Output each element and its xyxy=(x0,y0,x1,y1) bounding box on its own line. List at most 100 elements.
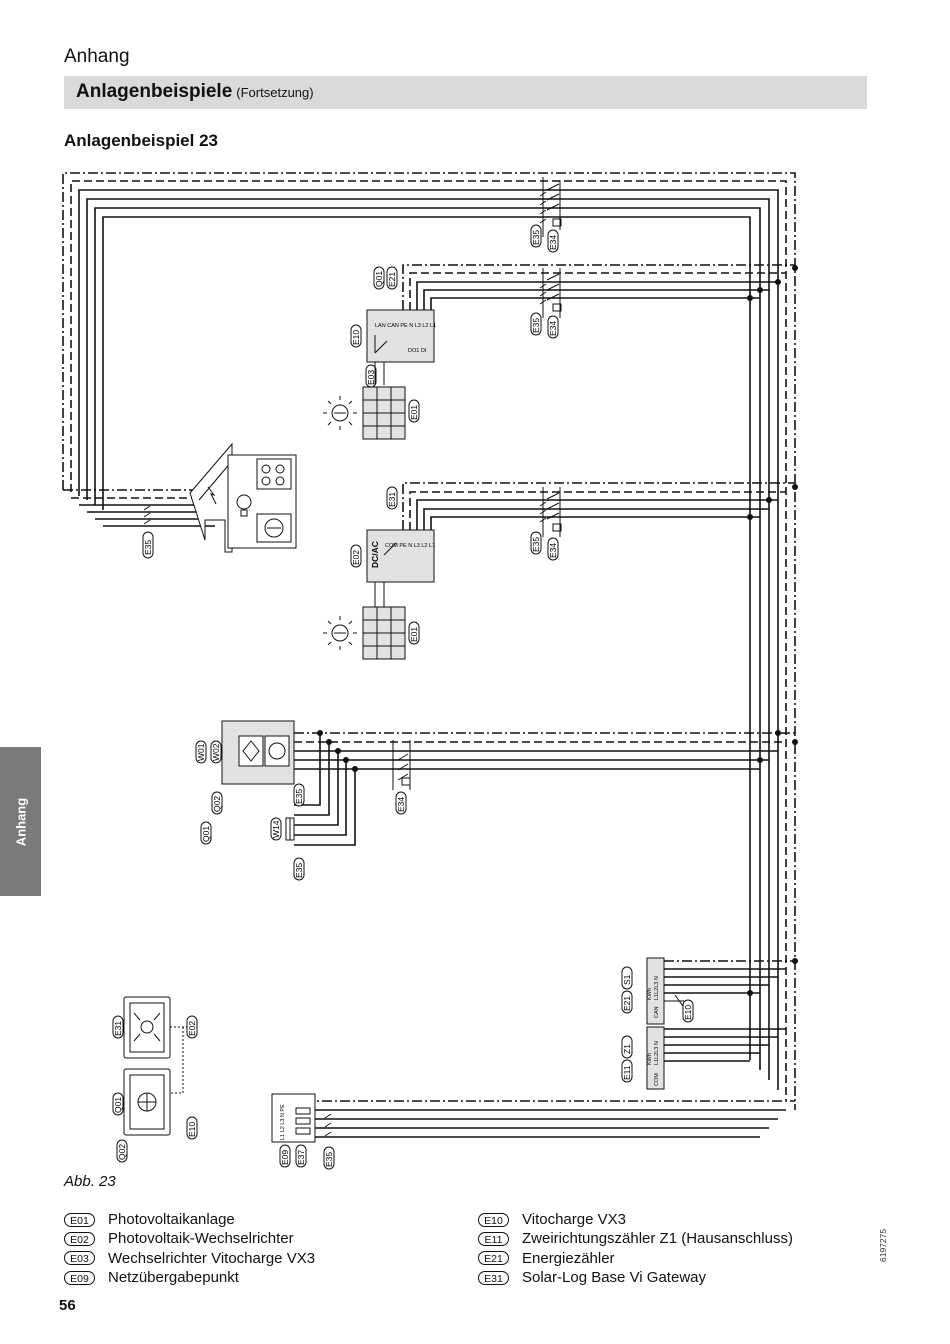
e21-label-2: E21 xyxy=(621,990,633,1014)
grid-feed xyxy=(286,1100,795,1138)
svg-text:W14: W14 xyxy=(271,820,281,838)
z1-label: Z1 xyxy=(621,1035,633,1059)
svg-text:L1L2L3 N: L1L2L3 N xyxy=(654,976,660,1000)
q01-label-2: Q01 xyxy=(200,821,212,845)
pv-panel-2 xyxy=(362,582,406,660)
svg-text:E34: E34 xyxy=(548,321,558,336)
svg-text:E02: E02 xyxy=(187,1021,197,1036)
svg-text:DC/AC: DC/AC xyxy=(370,541,380,568)
svg-text:E09: E09 xyxy=(280,1150,290,1165)
svg-text:LAN CAN PE N L3 L2 L1: LAN CAN PE N L3 L2 L1 xyxy=(375,323,436,329)
bidirectional-meter-z1: L1L2L3 N COM KWh xyxy=(646,1026,665,1090)
e35-house-markers xyxy=(143,505,151,525)
svg-text:E10: E10 xyxy=(351,330,361,345)
svg-text:E01: E01 xyxy=(409,405,419,420)
e02-label-2: E02 xyxy=(186,1015,198,1039)
pv-inverter: COM PE N L3 L2 L1 DC/AC xyxy=(366,529,435,583)
internet-router xyxy=(123,1068,171,1136)
svg-text:E34: E34 xyxy=(548,235,558,250)
svg-text:L1 L2 L3 N PE: L1 L2 L3 N PE xyxy=(280,1104,286,1140)
e10-label-1: E10 xyxy=(350,324,362,348)
svg-text:L1L2L3 N: L1L2L3 N xyxy=(654,1041,660,1065)
legend-code: E02 xyxy=(64,1231,95,1246)
e34-lower-label: E34 xyxy=(547,537,559,561)
e10-label-2: E10 xyxy=(682,999,694,1023)
e21-label-1: E21 xyxy=(386,266,398,290)
svg-text:E02: E02 xyxy=(351,550,361,565)
example-title: Anlagenbeispiel 23 xyxy=(64,131,218,150)
legend-code: E31 xyxy=(478,1270,509,1285)
svg-text:E10: E10 xyxy=(187,1122,197,1137)
inverter1-feed xyxy=(402,264,798,310)
legend-item: E31 Solar-Log Base Vi Gateway xyxy=(478,1268,793,1287)
svg-text:E34: E34 xyxy=(548,543,558,558)
svg-text:DO1 DI: DO1 DI xyxy=(408,348,427,354)
svg-text:E11: E11 xyxy=(622,1065,632,1080)
sun-icon-2 xyxy=(323,616,357,650)
house-feed xyxy=(63,489,215,527)
e35-heatpump-label: E35 xyxy=(293,783,305,807)
svg-text:E21: E21 xyxy=(622,996,632,1011)
e35-house-label: E35 xyxy=(142,531,154,559)
q01-label-3: Q01 xyxy=(112,1092,124,1116)
page-number: 56 xyxy=(59,1297,76,1314)
w14-label: W14 xyxy=(270,817,282,841)
side-tab: Anhang xyxy=(0,747,41,896)
e34-heatpump-label: E34 xyxy=(395,791,407,815)
house-icon xyxy=(189,442,297,553)
legend-code: E11 xyxy=(478,1231,509,1246)
meter-feed xyxy=(664,958,798,1062)
band-subtitle: (Fortsetzung) xyxy=(236,85,314,100)
svg-text:Q01: Q01 xyxy=(201,826,211,842)
legend-text: Netzübergabepunkt xyxy=(108,1269,239,1287)
svg-text:W01: W01 xyxy=(196,743,206,761)
e34-mid-label: E34 xyxy=(547,315,559,339)
svg-text:E35: E35 xyxy=(143,540,153,555)
legend-text: Wechselrichter Vitocharge VX3 xyxy=(108,1249,316,1267)
w02-label: W02 xyxy=(210,740,222,764)
energy-meter-s1: L1L2L3 N CAN KWh xyxy=(646,957,665,1025)
legend-text: Energiezähler xyxy=(522,1249,615,1267)
legend-text: Vitocharge VX3 xyxy=(522,1211,626,1229)
svg-text:KWh: KWh xyxy=(647,988,653,1000)
svg-text:CAN: CAN xyxy=(654,1006,660,1018)
lower-switch-block xyxy=(539,487,562,537)
legend-item: E21 Energiezähler xyxy=(478,1249,793,1268)
sun-icon-1 xyxy=(323,396,357,430)
e35-grid-label: E35 xyxy=(323,1146,335,1170)
document-number: 6197275 xyxy=(878,1228,888,1262)
band-title: Anlagenbeispiele(Fortsetzung) xyxy=(76,81,314,102)
svg-text:Q01: Q01 xyxy=(374,271,384,287)
e35-heatpump-label-2: E35 xyxy=(293,857,305,881)
legend-text: Solar-Log Base Vi Gateway xyxy=(522,1269,706,1287)
e10-label-3: E10 xyxy=(186,1116,198,1140)
mid-switch-block xyxy=(539,268,562,318)
e02-label-1: E02 xyxy=(350,544,362,568)
svg-text:E35: E35 xyxy=(531,230,541,245)
legend-text: Photovoltaikanlage xyxy=(108,1211,235,1229)
legend-code: E09 xyxy=(64,1270,95,1285)
legend-code: E21 xyxy=(478,1251,509,1266)
svg-text:COM PE N L3 L2 L1: COM PE N L3 L2 L1 xyxy=(385,543,435,549)
e34-top-label: E34 xyxy=(547,229,559,253)
legend-text: Photovoltaik-Wechselrichter xyxy=(108,1230,294,1248)
svg-text:E31: E31 xyxy=(113,1021,123,1036)
svg-text:E01: E01 xyxy=(409,627,419,642)
pv-panel-1 xyxy=(362,362,406,440)
svg-text:W02: W02 xyxy=(211,743,221,761)
top-cable-trunk xyxy=(62,172,796,1110)
svg-text:COM: COM xyxy=(654,1073,660,1086)
svg-text:S1: S1 xyxy=(622,974,632,985)
e31-label-1: E31 xyxy=(386,486,398,510)
e35-lower-label: E35 xyxy=(530,531,542,555)
heatpump-unit xyxy=(221,720,295,785)
svg-text:E34: E34 xyxy=(396,797,406,812)
gateway-device xyxy=(123,996,190,1094)
svg-text:E03: E03 xyxy=(366,370,376,385)
